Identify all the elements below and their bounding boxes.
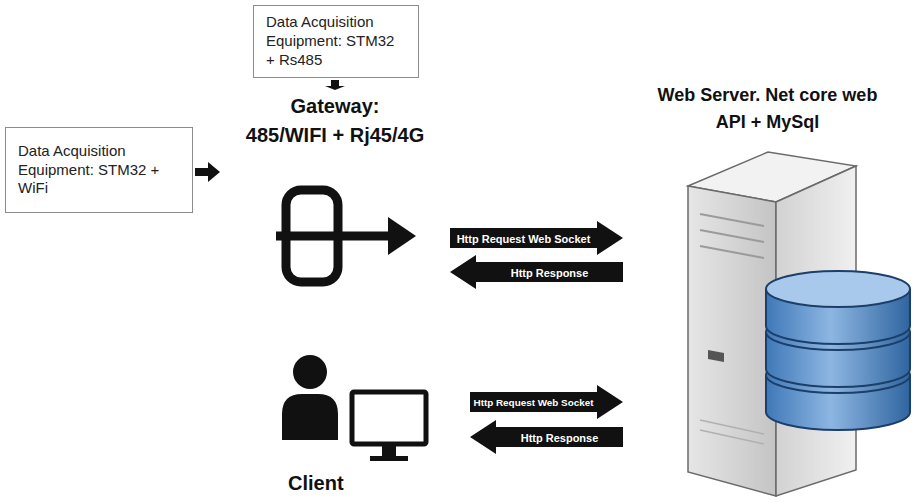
client-node: Client bbox=[258, 340, 468, 497]
node-text: Web Server. Net core web API + MySql bbox=[625, 82, 910, 136]
gateway-arrowhead bbox=[388, 217, 416, 255]
edge-label: Http Request Web Socket bbox=[457, 233, 591, 244]
server-front bbox=[688, 186, 776, 496]
gateway-node: Gateway:485/WIFI + Rj45/4G bbox=[222, 92, 448, 287]
server-node: Web Server. Net core web API + MySql bbox=[625, 82, 910, 497]
node-text: Data Acquisition Equipment: STM32 + Rs48… bbox=[266, 13, 406, 69]
node-text: Gateway: bbox=[222, 92, 448, 121]
db-top bbox=[766, 271, 910, 307]
monitor-stand bbox=[382, 446, 396, 457]
database-cylinder bbox=[766, 271, 910, 430]
arrow-connector bbox=[450, 255, 623, 289]
server-bay bbox=[700, 246, 764, 258]
monitor-base bbox=[370, 456, 408, 461]
arrow-connector bbox=[325, 80, 345, 90]
arrow-connector bbox=[470, 420, 623, 454]
equipment-box: Data Acquisition Equipment: STM32 + WiFi bbox=[5, 127, 193, 213]
arrow-connector bbox=[470, 385, 623, 419]
edge-label: Http Request Web Socket bbox=[474, 398, 594, 408]
server-slot bbox=[708, 350, 724, 362]
client-icon bbox=[282, 355, 426, 461]
server-bay bbox=[700, 230, 764, 242]
edge-label: Http Response bbox=[521, 432, 599, 443]
node-text: 485/WIFI + Rj45/4G bbox=[222, 121, 448, 150]
node-text: Data Acquisition Equipment: STM32 + WiFi bbox=[18, 142, 180, 198]
monitor-screen bbox=[352, 392, 426, 444]
person-head bbox=[293, 355, 327, 389]
arrow-connector bbox=[195, 162, 220, 182]
person-body bbox=[282, 394, 338, 440]
edge-label: Http Response bbox=[511, 267, 589, 278]
arrow-connector bbox=[450, 221, 623, 255]
server-vent bbox=[700, 430, 764, 444]
server-bay bbox=[700, 214, 764, 226]
gateway-icon bbox=[276, 190, 416, 282]
gateway-line bbox=[276, 232, 392, 241]
equipment-box: Data Acquisition Equipment: STM32 + Rs48… bbox=[253, 5, 419, 78]
node-text: Client bbox=[258, 471, 468, 497]
